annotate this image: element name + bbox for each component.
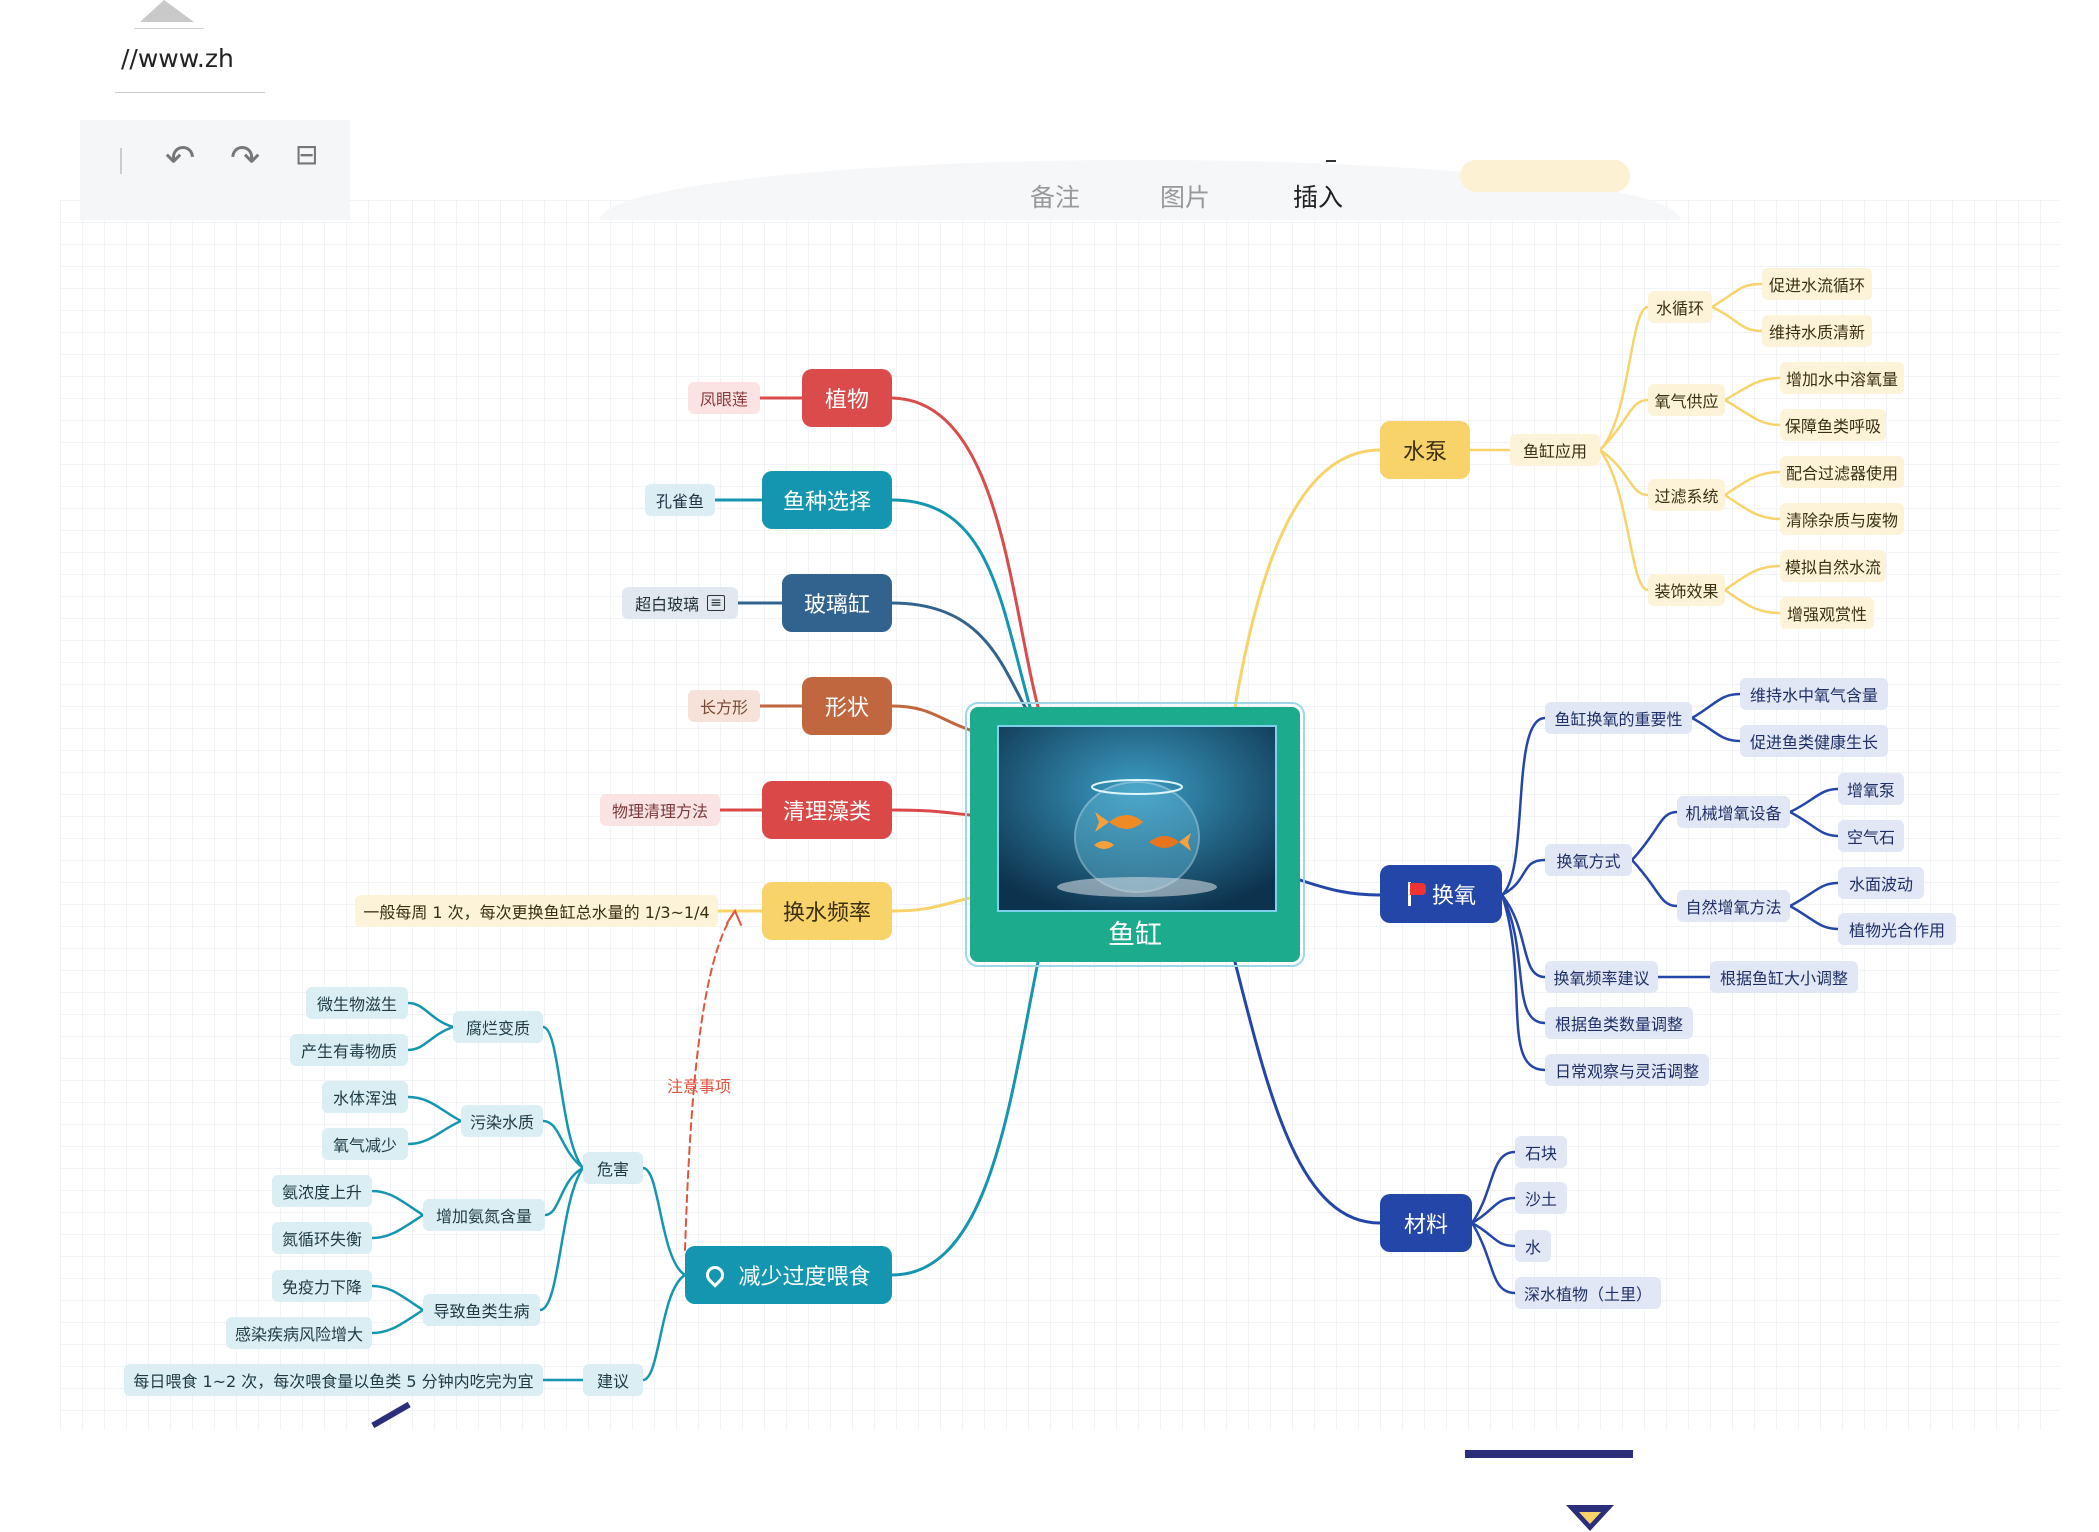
material-1[interactable]: 石块 xyxy=(1515,1136,1567,1168)
center-label: 鱼缸 xyxy=(1108,920,1162,951)
node-shape[interactable]: 形状 xyxy=(802,677,892,735)
node-species[interactable]: 鱼种选择 xyxy=(762,471,892,529)
pump-item-2-1[interactable]: 增加水中溶氧量 xyxy=(1780,362,1904,394)
leaf-shape[interactable]: 长方形 xyxy=(688,690,760,722)
node-glass[interactable]: 玻璃缸 xyxy=(782,574,892,632)
harm-item-4-2[interactable]: 感染疾病风险增大 xyxy=(226,1317,372,1349)
oxygen-mech-2[interactable]: 空气石 xyxy=(1838,820,1904,852)
redo-icon[interactable]: ↷ xyxy=(230,138,261,179)
node-feeding-label: 减少过度喂食 xyxy=(738,1265,871,1290)
editor-toolbar: ↶ ↷ ⊟ xyxy=(80,120,350,220)
tab-notes[interactable]: 备注 xyxy=(1030,183,1081,212)
node-feeding[interactable]: 减少过度喂食 xyxy=(685,1246,892,1304)
oxygen-natural[interactable]: 自然增氧方法 xyxy=(1677,890,1790,922)
node-harm[interactable]: 危害 xyxy=(583,1152,643,1184)
pump-item-4-1[interactable]: 模拟自然水流 xyxy=(1780,550,1886,582)
harm-item-4-1[interactable]: 免疫力下降 xyxy=(272,1270,372,1302)
annotation-note[interactable]: 注意事项 xyxy=(667,1077,732,1096)
harm-group-3[interactable]: 增加氨氮含量 xyxy=(423,1199,545,1231)
location-pin-icon xyxy=(702,1262,729,1288)
harm-item-2-2[interactable]: 氧气减少 xyxy=(322,1128,408,1160)
pump-item-3-2[interactable]: 清除杂质与废物 xyxy=(1780,503,1904,535)
oxygen-observe[interactable]: 日常观察与灵活调整 xyxy=(1545,1054,1709,1086)
leaf-glass[interactable]: 超白玻璃 ≡ xyxy=(622,587,738,619)
format-icon[interactable]: ⊟ xyxy=(295,138,319,171)
pump-group-3[interactable]: 过滤系统 xyxy=(1648,479,1725,511)
oxygen-by-fish[interactable]: 根据鱼类数量调整 xyxy=(1545,1007,1693,1039)
leaf-species[interactable]: 孔雀鱼 xyxy=(645,484,715,516)
pump-group-2[interactable]: 氧气供应 xyxy=(1648,384,1725,416)
harm-group-1[interactable]: 腐烂变质 xyxy=(453,1011,543,1043)
oxygen-mech-1[interactable]: 增氧泵 xyxy=(1838,773,1904,805)
node-advice[interactable]: 建议 xyxy=(583,1364,643,1396)
harm-item-2-1[interactable]: 水体浑浊 xyxy=(322,1081,408,1113)
node-water-change[interactable]: 换水频率 xyxy=(762,882,892,940)
pump-item-3-1[interactable]: 配合过滤器使用 xyxy=(1780,456,1904,488)
oxygen-freq-item[interactable]: 根据鱼缸大小调整 xyxy=(1710,961,1858,993)
oxygen-importance-2[interactable]: 促进鱼类健康生长 xyxy=(1740,725,1888,757)
pump-group-1[interactable]: 水循环 xyxy=(1648,291,1712,323)
advice-item[interactable]: 每日喂食 1~2 次，每次喂食量以鱼类 5 分钟内吃完为宜 xyxy=(124,1364,543,1396)
pump-item-1-1[interactable]: 促进水流循环 xyxy=(1762,268,1872,300)
pump-group-4[interactable]: 装饰效果 xyxy=(1648,574,1725,606)
fishbowl-image xyxy=(997,725,1277,912)
oxygen-importance-1[interactable]: 维持水中氧气含量 xyxy=(1740,678,1888,710)
oxygen-method[interactable]: 换氧方式 xyxy=(1545,844,1632,876)
node-oxygen[interactable]: 换氧 xyxy=(1380,865,1502,923)
node-algae[interactable]: 清理藻类 xyxy=(762,781,892,839)
harm-item-1-1[interactable]: 微生物滋生 xyxy=(306,987,408,1019)
harm-item-3-1[interactable]: 氨浓度上升 xyxy=(272,1175,372,1207)
tab-insert[interactable]: 插入 xyxy=(1293,183,1344,212)
decor-triangle-inner xyxy=(1579,1512,1601,1524)
harm-group-4[interactable]: 导致鱼类生病 xyxy=(423,1294,540,1326)
node-oxygen-label: 换氧 xyxy=(1431,884,1476,909)
browser-logo-icon xyxy=(140,0,194,22)
node-plants[interactable]: 植物 xyxy=(802,369,892,427)
leaf-plants[interactable]: 凤眼莲 xyxy=(688,382,760,414)
undo-icon[interactable]: ↶ xyxy=(165,138,196,179)
oxygen-mechanical[interactable]: 机械增氧设备 xyxy=(1677,796,1790,828)
oxygen-nat-2[interactable]: 植物光合作用 xyxy=(1838,913,1956,945)
harm-item-1-2[interactable]: 产生有毒物质 xyxy=(290,1034,408,1066)
oxygen-freq[interactable]: 换氧频率建议 xyxy=(1545,961,1658,993)
pump-item-4-2[interactable]: 增强观赏性 xyxy=(1780,597,1874,629)
flag-icon xyxy=(1406,882,1426,906)
oxygen-importance[interactable]: 鱼缸换氧的重要性 xyxy=(1545,702,1692,734)
leaf-water-change[interactable]: 一般每周 1 次，每次更换鱼缸总水量的 1/3~1/4 xyxy=(355,895,718,927)
note-icon[interactable]: ≡ xyxy=(707,595,725,611)
harm-item-3-2[interactable]: 氮循环失衡 xyxy=(272,1222,372,1254)
address-bar-url[interactable]: //www.zh xyxy=(121,44,234,73)
node-materials[interactable]: 材料 xyxy=(1380,1194,1472,1252)
material-4[interactable]: 深水植物（土里） xyxy=(1515,1277,1661,1309)
leaf-algae[interactable]: 物理清理方法 xyxy=(600,794,720,826)
leaf-glass-label: 超白玻璃 xyxy=(635,595,700,614)
oxygen-nat-1[interactable]: 水面波动 xyxy=(1838,867,1924,899)
decor-bar-right xyxy=(1465,1450,1633,1458)
node-pump[interactable]: 水泵 xyxy=(1380,421,1470,479)
tab-image[interactable]: 图片 xyxy=(1160,183,1211,212)
harm-group-2[interactable]: 污染水质 xyxy=(461,1105,543,1137)
pump-item-1-2[interactable]: 维持水质清新 xyxy=(1762,315,1872,347)
material-2[interactable]: 沙土 xyxy=(1515,1182,1567,1214)
pump-item-2-2[interactable]: 保障鱼类呼吸 xyxy=(1780,409,1886,441)
pump-application[interactable]: 鱼缸应用 xyxy=(1510,434,1600,466)
material-3[interactable]: 水 xyxy=(1515,1230,1551,1262)
center-node[interactable]: 鱼缸 xyxy=(965,702,1305,967)
